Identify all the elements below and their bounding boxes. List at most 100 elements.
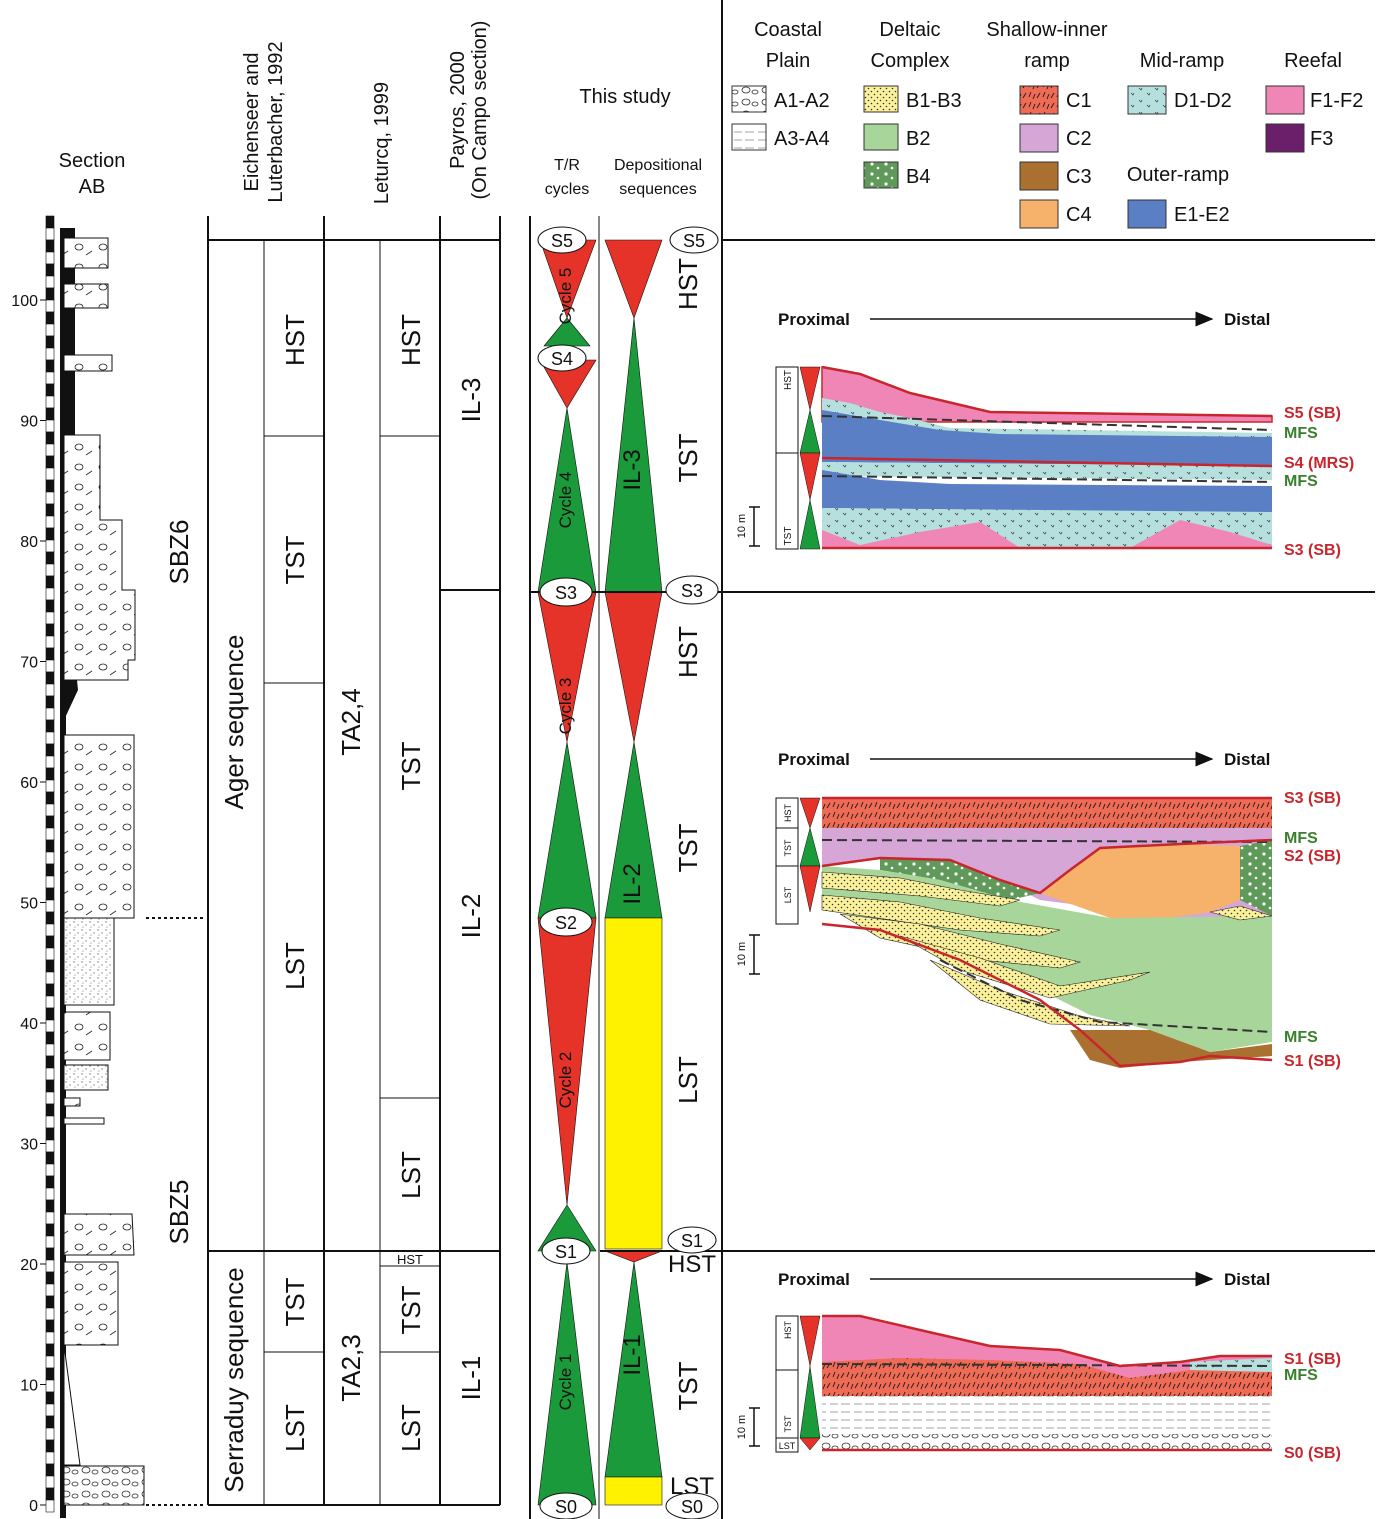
section-title: Section (59, 150, 126, 172)
top-mini-hst: HST (783, 370, 794, 390)
cycle2-label: Cycle 2 (556, 1052, 575, 1109)
scale-segment (45, 1091, 55, 1105)
scale-segment (45, 1175, 55, 1189)
scale-segment (45, 563, 55, 577)
scale-segment (45, 215, 55, 229)
legend-b4: B4 (906, 166, 930, 188)
tr-header-1: T/R (554, 157, 580, 174)
s5-oval-left: S5 (537, 226, 587, 254)
s1-oval-right: S1 (667, 1226, 717, 1254)
legend-c3: C3 (1066, 166, 1092, 188)
seq-il3: IL-3 (619, 449, 646, 490)
scale-segment (45, 923, 55, 937)
scale-segment (45, 1115, 55, 1129)
let-tract-lst-lower: LST (396, 1404, 426, 1452)
scale-segment (45, 323, 55, 337)
scale-segment (45, 407, 55, 421)
scale-segment (45, 335, 55, 349)
let-tract-tst-lower: TST (396, 1285, 426, 1334)
svg-text:S5: S5 (683, 231, 705, 251)
scale-segment (45, 599, 55, 613)
bot-distal-label: Distal (1224, 1270, 1270, 1289)
il1-lst (604, 1476, 663, 1506)
scale-segment (45, 1235, 55, 1249)
scale-segment (45, 791, 55, 805)
scale-segment (45, 1019, 55, 1033)
il1-hst (604, 1250, 663, 1263)
cycle1-label: Cycle 1 (556, 1354, 575, 1411)
scale-tick-label: 50 (20, 896, 38, 913)
correlation-columns (207, 216, 501, 1506)
mid-label-s1: S1 (SB) (1284, 1053, 1341, 1070)
mid-mini-lst: LST (783, 886, 793, 903)
scale-segment (45, 671, 55, 685)
scale-segment (45, 1079, 55, 1093)
leturcq-header: Leturcq, 1999 (371, 82, 393, 204)
payros-il1: IL-1 (456, 1356, 486, 1401)
scale-segment (45, 287, 55, 301)
scale-segment (45, 359, 55, 373)
ts-hst-1: HST (673, 258, 703, 310)
scale-tick-label: 70 (20, 655, 38, 672)
scale-segment (45, 515, 55, 529)
s3-oval-right: S3 (665, 575, 719, 605)
scale-segment (45, 1487, 55, 1501)
scale-segment (45, 527, 55, 541)
top-label-mfs2: MFS (1284, 473, 1318, 490)
scale-segment (45, 851, 55, 865)
scale-segment (45, 1247, 55, 1261)
bot-label-s0: S0 (SB) (1284, 1445, 1341, 1462)
tr-header-2: cycles (545, 181, 589, 198)
scale-segment (45, 395, 55, 409)
scale-tick-label: 90 (20, 414, 38, 431)
tr-cycles (537, 239, 597, 1506)
legend-shallow-title-2: ramp (1024, 50, 1070, 72)
swatch-f3 (1265, 123, 1305, 153)
scale-segment (45, 743, 55, 757)
s3-oval-left: S3 (539, 577, 593, 607)
svg-text:S3: S3 (681, 581, 703, 601)
scale-segment (45, 935, 55, 949)
bot-scale-label: 10 m (736, 1415, 748, 1439)
scale-segment (45, 1199, 55, 1213)
legend-midramp-title: Mid-ramp (1140, 50, 1224, 72)
scale-segment (45, 1367, 55, 1381)
scale-tick-label: 10 (20, 1378, 38, 1395)
cycle4-label: Cycle 4 (556, 472, 575, 529)
section-subtitle: AB (79, 176, 106, 198)
eich-tract-hst: HST (280, 314, 310, 366)
scale-segment (45, 311, 55, 325)
scale-segment (45, 1391, 55, 1405)
scale-segment (45, 971, 55, 985)
payros-header-2: (On Campo section) (469, 21, 491, 200)
leturcq-ta23: TA2,3 (336, 1334, 366, 1401)
let-tract-tst: TST (396, 741, 426, 790)
scale-segment (45, 1439, 55, 1453)
scale-segment (45, 227, 55, 241)
scale-tick-label: 100 (11, 293, 38, 310)
scale-segment (45, 1427, 55, 1441)
swatch-a3a4 (731, 123, 767, 151)
scale-segment (45, 467, 55, 481)
scale-segment (45, 263, 55, 277)
top-mini-tst: TST (783, 527, 794, 546)
scale-segment (45, 455, 55, 469)
svg-text:S1: S1 (681, 1231, 703, 1251)
eich-tract-tst: TST (280, 535, 310, 584)
cycle3-transgressive (537, 741, 597, 919)
top-label-s4: S4 (MRS) (1284, 455, 1354, 472)
facies-legend: Coastal Plain A1-A2 A3-A4 Deltaic Comple… (731, 19, 1363, 229)
scale-segment (45, 479, 55, 493)
scale-tick-label: 40 (20, 1016, 38, 1033)
scale-segment (45, 575, 55, 589)
legend-f1f2: F1-F2 (1310, 90, 1363, 112)
legend-coastal-title-1: Coastal (754, 19, 822, 41)
scale-segment (45, 239, 55, 253)
swatch-b1b3 (863, 85, 899, 113)
eich-tract-lst: LST (280, 942, 310, 990)
scale-segment (45, 1463, 55, 1477)
scale-segment (45, 347, 55, 361)
ts-lst-1: LST (673, 1056, 703, 1104)
legend-reefal-title: Reefal (1284, 50, 1342, 72)
